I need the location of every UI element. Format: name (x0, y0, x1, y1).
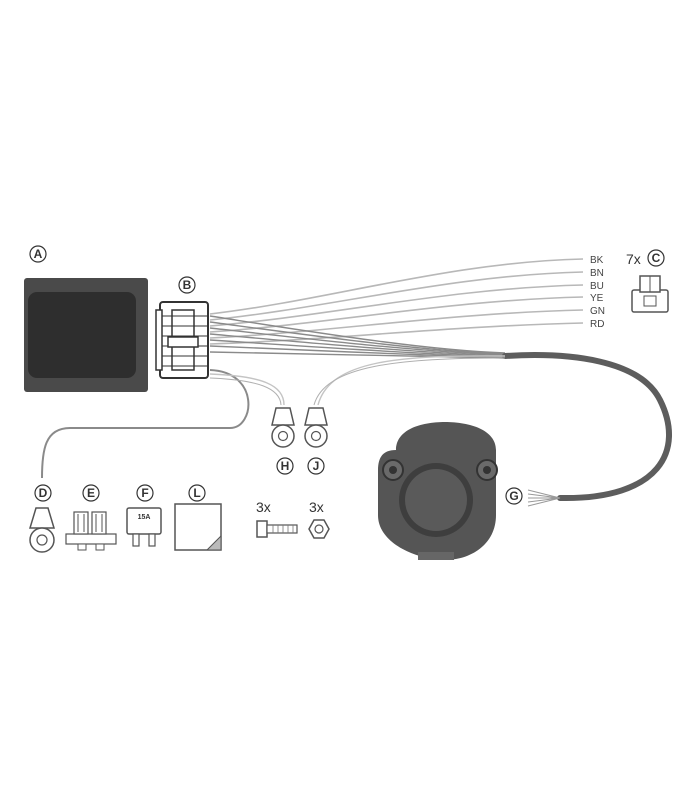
wire-label-rd: RD (590, 319, 604, 330)
ring-terminal-d (28, 507, 56, 553)
fuse-holder (65, 511, 117, 551)
nut (308, 519, 330, 539)
callout-l: L (188, 484, 206, 502)
wire-label-bn: BN (590, 268, 604, 279)
adhesive-pad (174, 503, 222, 551)
svg-text:D: D (39, 486, 48, 500)
main-cable (502, 352, 672, 502)
socket (378, 422, 498, 560)
wire-to-j-2 (313, 357, 506, 406)
fuse-rating: 15A (138, 514, 151, 521)
terminal-quantity: 7x (626, 251, 641, 267)
blade-fuse: 15A (126, 507, 162, 547)
cable-strands (527, 489, 561, 507)
callout-a: A (29, 245, 47, 263)
ring-terminal-j (304, 407, 328, 448)
svg-text:G: G (509, 489, 518, 503)
svg-text:C: C (652, 251, 661, 265)
wire-bundle-light (209, 258, 584, 345)
wire-to-h (209, 373, 285, 406)
svg-text:B: B (183, 278, 192, 292)
wire-to-d (41, 369, 250, 479)
svg-text:L: L (193, 486, 200, 500)
callout-h: H (276, 457, 294, 475)
callout-g: G (505, 487, 523, 505)
wire-label-ye: YE (590, 293, 604, 304)
connector (155, 301, 209, 379)
svg-text:A: A (34, 247, 43, 261)
callout-e: E (82, 484, 100, 502)
wire-bundle-dark (209, 315, 506, 359)
svg-text:E: E (87, 486, 95, 500)
bolt-quantity: 3x (256, 499, 271, 515)
callout-d: D (34, 484, 52, 502)
bolt (256, 520, 298, 538)
wire-label-bu: BU (590, 281, 604, 292)
svg-text:F: F (141, 486, 148, 500)
terminal-connector (631, 275, 669, 313)
wire-to-j (317, 355, 506, 406)
wire-label-bk: BK (590, 255, 604, 266)
svg-text:H: H (281, 459, 290, 473)
svg-text:J: J (313, 459, 320, 473)
callout-c: C (647, 249, 665, 267)
callout-j: J (307, 457, 325, 475)
ring-terminal-h (271, 407, 295, 448)
nut-quantity: 3x (309, 499, 324, 515)
control-unit (24, 278, 148, 392)
callout-b: B (178, 276, 196, 294)
wire-label-gn: GN (590, 306, 605, 317)
callout-f: F (136, 484, 154, 502)
wire-to-h-2 (209, 377, 282, 406)
